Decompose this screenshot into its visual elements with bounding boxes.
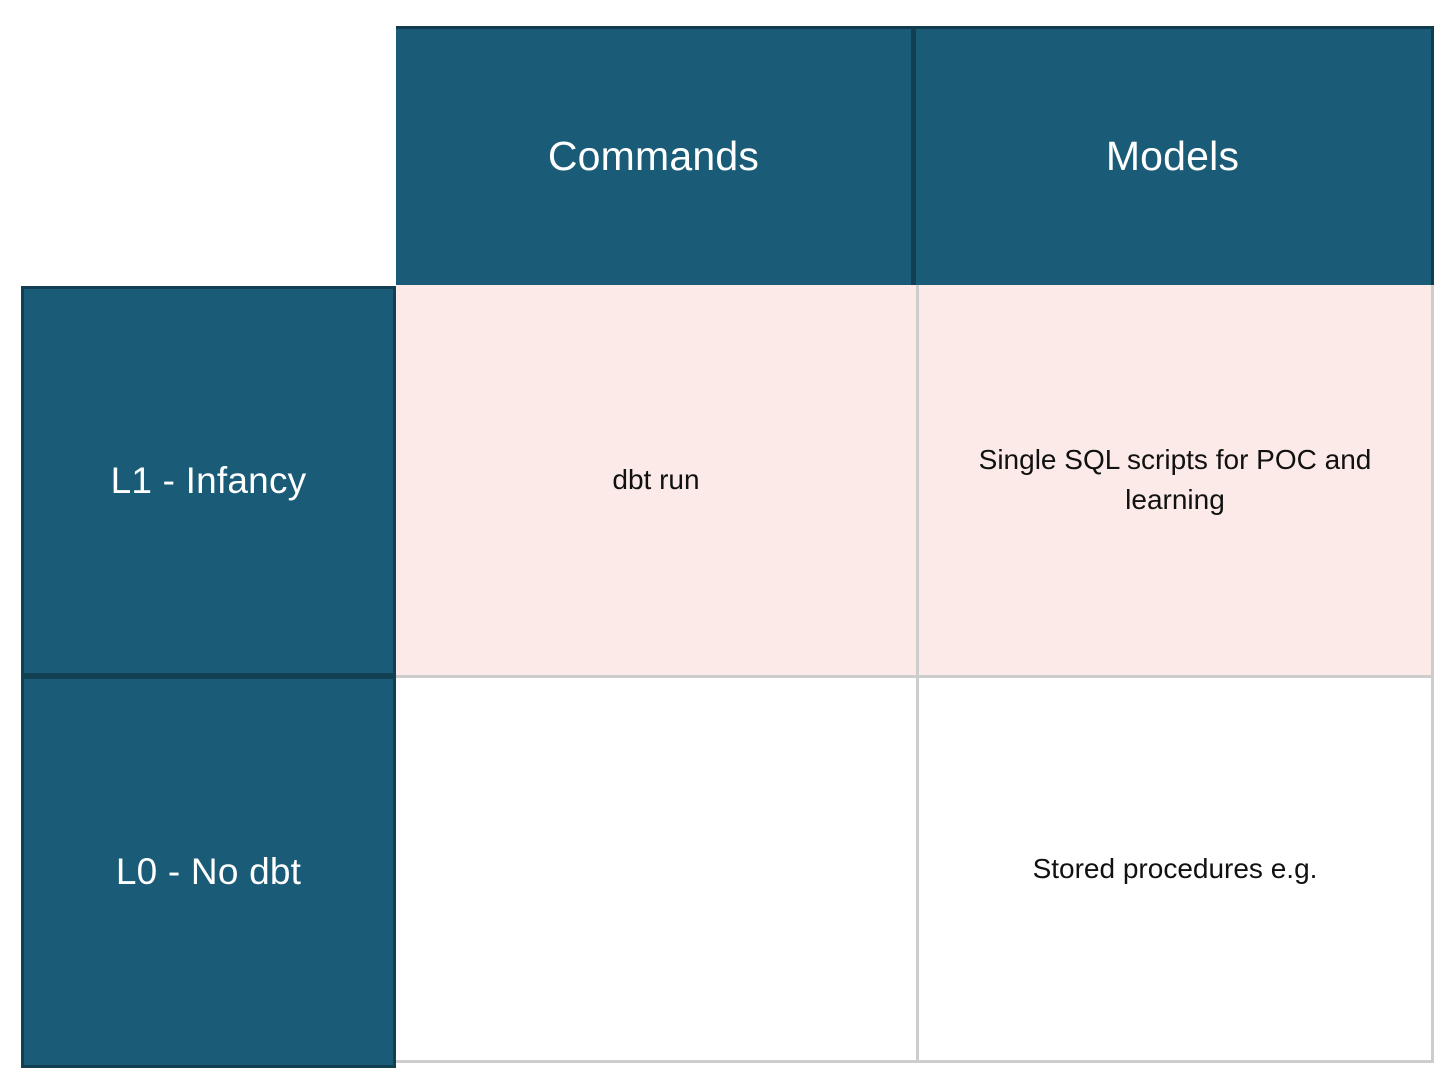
row-header-l0-no-dbt: L0 - No dbt <box>21 676 396 1068</box>
cell-l1-models: Single SQL scripts for POC and learning <box>919 285 1434 675</box>
column-header-commands: Commands <box>396 29 916 285</box>
row-header-l0-no-dbt-label: L0 - No dbt <box>115 850 302 892</box>
row-header-l1-infancy-label: L1 - Infancy <box>110 459 307 501</box>
cell-l0-commands <box>396 678 919 1060</box>
cell-l0-models-text: Stored procedures e.g. <box>1032 853 1318 885</box>
column-header-models-label: Models <box>1105 133 1240 180</box>
column-header-models: Models <box>916 29 1429 285</box>
column-header-commands-label: Commands <box>547 133 760 180</box>
row-header-l1-infancy: L1 - Infancy <box>21 286 396 676</box>
column-header-row: Commands Models <box>396 26 1434 285</box>
cell-l1-commands: dbt run <box>396 285 919 675</box>
table-row: dbt run Single SQL scripts for POC and l… <box>396 285 1434 675</box>
cell-l1-models-text: Single SQL scripts for POC and learning <box>978 444 1372 515</box>
cell-l1-commands-text: dbt run <box>612 464 700 496</box>
table-row: Stored procedures e.g. <box>396 675 1434 1063</box>
matrix-body: dbt run Single SQL scripts for POC and l… <box>396 285 1434 1063</box>
cell-l0-models: Stored procedures e.g. <box>919 678 1434 1060</box>
